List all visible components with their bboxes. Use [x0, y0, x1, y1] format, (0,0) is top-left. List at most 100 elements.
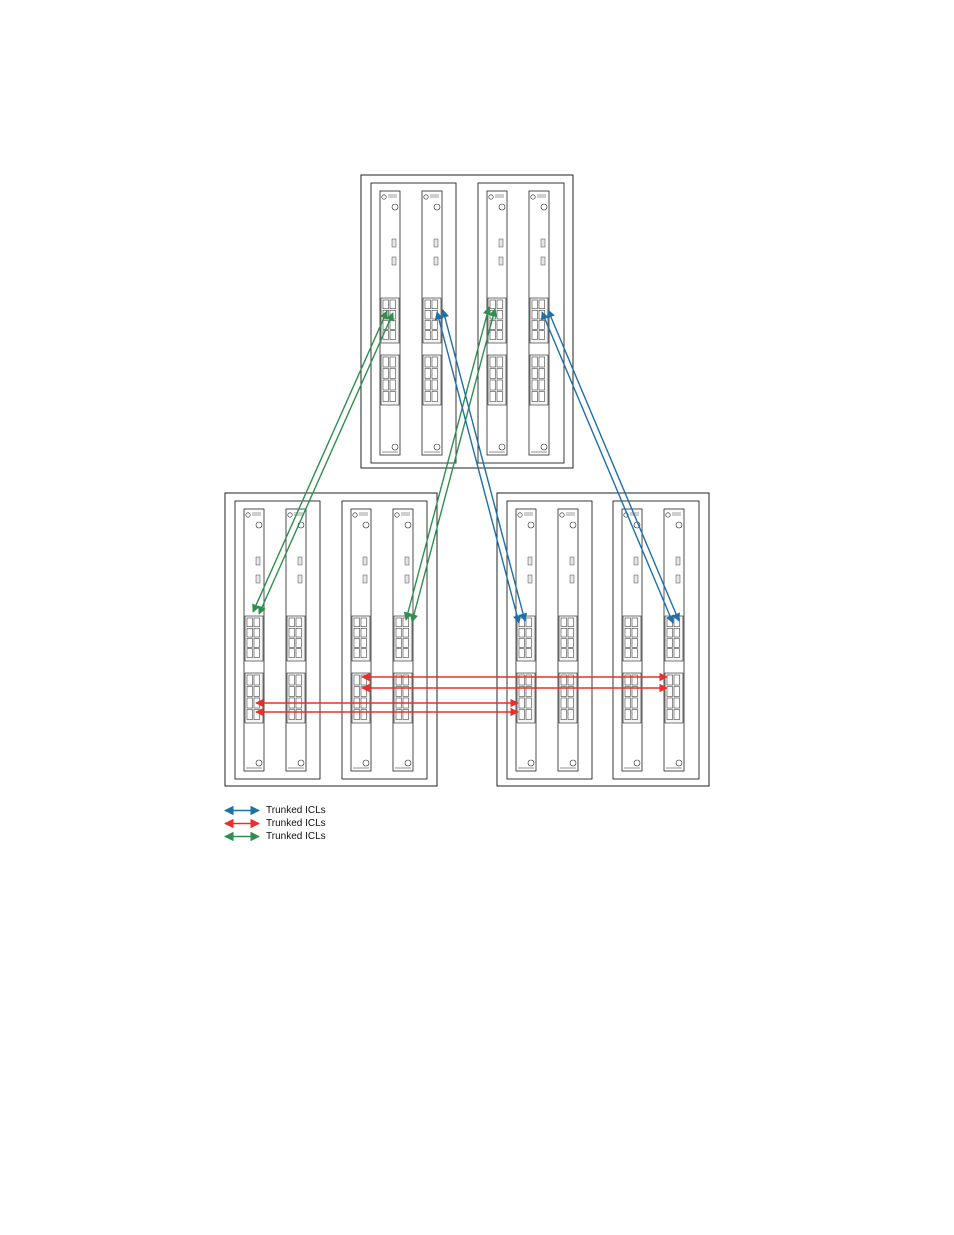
led-block [392, 257, 396, 265]
core-blade [422, 191, 442, 455]
icl-port [625, 639, 631, 648]
icl-port [674, 628, 680, 637]
core-blade [244, 509, 264, 771]
core-blade [487, 191, 507, 455]
chassis-bottom-left [225, 493, 437, 786]
icl-port [289, 710, 295, 720]
icl-port [432, 357, 438, 367]
icl-port [296, 675, 302, 685]
icl-port [354, 639, 360, 648]
icl-port [625, 649, 631, 658]
icl-port [396, 628, 402, 637]
icl-port [247, 698, 253, 708]
icl-port [490, 357, 496, 367]
icl-port [361, 639, 367, 648]
led-block [363, 557, 367, 565]
led-block [392, 239, 396, 247]
icl-port [674, 710, 680, 720]
icl-port [632, 618, 638, 627]
blade-label-plate [430, 194, 439, 198]
icl-port [490, 331, 496, 340]
icl-port [354, 618, 360, 627]
icl-port [390, 392, 396, 402]
icl-port [403, 639, 409, 648]
icl-port [432, 369, 438, 379]
led-block [256, 575, 260, 583]
icl-port [532, 369, 538, 379]
legend-label: Trunked ICLs [266, 804, 326, 817]
icl-port [432, 331, 438, 340]
icl-port [396, 649, 402, 658]
icl-port [247, 639, 253, 648]
legend-label: Trunked ICLs [266, 830, 326, 843]
icl-port [632, 649, 638, 658]
icl-port [403, 710, 409, 720]
led-block [528, 575, 532, 583]
icl-port [403, 628, 409, 637]
blade-label-plate [359, 512, 368, 516]
icl-port [497, 380, 503, 390]
icl-port [289, 639, 295, 648]
icl-port [490, 369, 496, 379]
led-block [634, 557, 638, 565]
icl-port [519, 639, 525, 648]
icl-port [432, 321, 438, 330]
icl-port [561, 639, 567, 648]
icl-port [568, 649, 574, 658]
core-blade [380, 191, 400, 455]
icl-port [625, 628, 631, 637]
core-blade [351, 509, 371, 771]
icl-port [361, 649, 367, 658]
icl-port [247, 687, 253, 697]
icl-port [526, 649, 532, 658]
icl-port [519, 618, 525, 627]
double-arrow-blue-icon [222, 804, 262, 817]
icl-port [561, 628, 567, 637]
led-block [570, 575, 574, 583]
icl-port [396, 618, 402, 627]
icl-port [296, 618, 302, 627]
icl-port [532, 321, 538, 330]
led-block [676, 557, 680, 565]
icl-port [539, 369, 545, 379]
led-block [676, 575, 680, 583]
icl-port [383, 357, 389, 367]
icl-port [425, 331, 431, 340]
icl-port [432, 310, 438, 319]
icl-port [568, 710, 574, 720]
icl-port [383, 392, 389, 402]
led-block [363, 575, 367, 583]
icl-port [247, 710, 253, 720]
blade-label-plate [672, 512, 681, 516]
icl-port [289, 687, 295, 697]
icl-port [539, 331, 545, 340]
icl-port [396, 710, 402, 720]
icl-port [625, 698, 631, 708]
icl-port [254, 710, 260, 720]
icl-port [561, 649, 567, 658]
icl-port [296, 649, 302, 658]
icl-port [254, 687, 260, 697]
icl-port [667, 710, 673, 720]
icl-port [354, 710, 360, 720]
icl-port [354, 687, 360, 697]
icl-port [247, 618, 253, 627]
led-block [499, 239, 503, 247]
icl-port [390, 300, 396, 309]
legend-label: Trunked ICLs [266, 817, 326, 830]
led-block [541, 257, 545, 265]
icl-port [667, 698, 673, 708]
icl-port [383, 369, 389, 379]
icl-port [539, 300, 545, 309]
icl-port [667, 628, 673, 637]
icl-port [561, 618, 567, 627]
led-block [256, 557, 260, 565]
core-blade [516, 509, 536, 771]
blade-label-plate [524, 512, 533, 516]
icl-port [632, 698, 638, 708]
led-block [634, 575, 638, 583]
double-arrow-red-icon [222, 817, 262, 830]
icl-port [532, 300, 538, 309]
icl-port [354, 675, 360, 685]
icl-port [390, 321, 396, 330]
